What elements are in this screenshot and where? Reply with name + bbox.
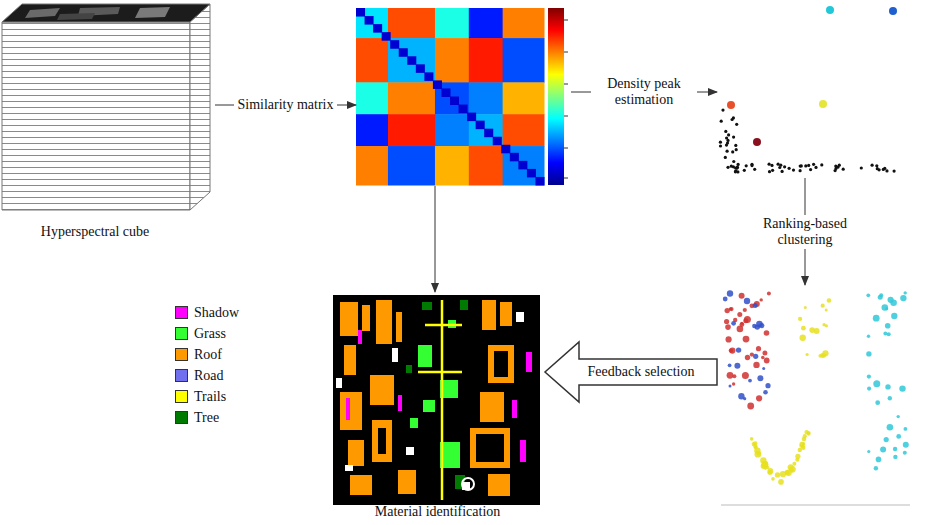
legend-swatch (175, 327, 188, 340)
legend-text: Shadow (194, 305, 239, 321)
map-panel: Material identification (330, 292, 545, 522)
density-points (719, 6, 897, 173)
legend-text: Roof (194, 347, 222, 363)
legend-item: Tree (175, 407, 239, 428)
edge-label: Ranking-based clustering (752, 215, 858, 249)
legend-swatch (175, 369, 188, 382)
cube-panel: Hyperspectral cube (0, 0, 215, 245)
density-panel (717, 0, 902, 178)
feedback-arrow (545, 342, 717, 402)
material-map (333, 295, 540, 505)
colorbar-ticks (564, 20, 568, 178)
legend-text: Trails (194, 389, 226, 405)
edge-label: Similarity matrix (234, 96, 336, 114)
similarity-matrix (356, 8, 545, 186)
legend-text: Road (194, 368, 224, 384)
density-plot (717, 0, 902, 178)
panel-caption: Material identification (330, 504, 545, 520)
edge-label: Feedback selection (585, 363, 698, 381)
legend-item: Roof (175, 344, 239, 365)
legend-swatch (175, 306, 188, 319)
colorbar (548, 8, 564, 185)
legend-swatch (175, 411, 188, 424)
legend-item: Trails (175, 386, 239, 407)
hyperspectral-cube (2, 4, 210, 210)
legend-swatch (175, 348, 188, 361)
matrix-panel (356, 8, 571, 186)
cluster-points (723, 290, 909, 484)
legend-item: Grass (175, 323, 239, 344)
connector (435, 186, 436, 292)
cluster-panel (717, 285, 910, 507)
edge-label: Density peak estimation (591, 75, 697, 109)
legend-swatch (175, 390, 188, 403)
legend-item: Shadow (175, 302, 239, 323)
panel-caption: Hyperspectral cube (0, 224, 190, 240)
legend-text: Grass (194, 326, 226, 342)
legend-text: Tree (194, 410, 219, 426)
legend-item: Road (175, 365, 239, 386)
legend: ShadowGrassRoofRoadTrailsTree (175, 302, 239, 428)
